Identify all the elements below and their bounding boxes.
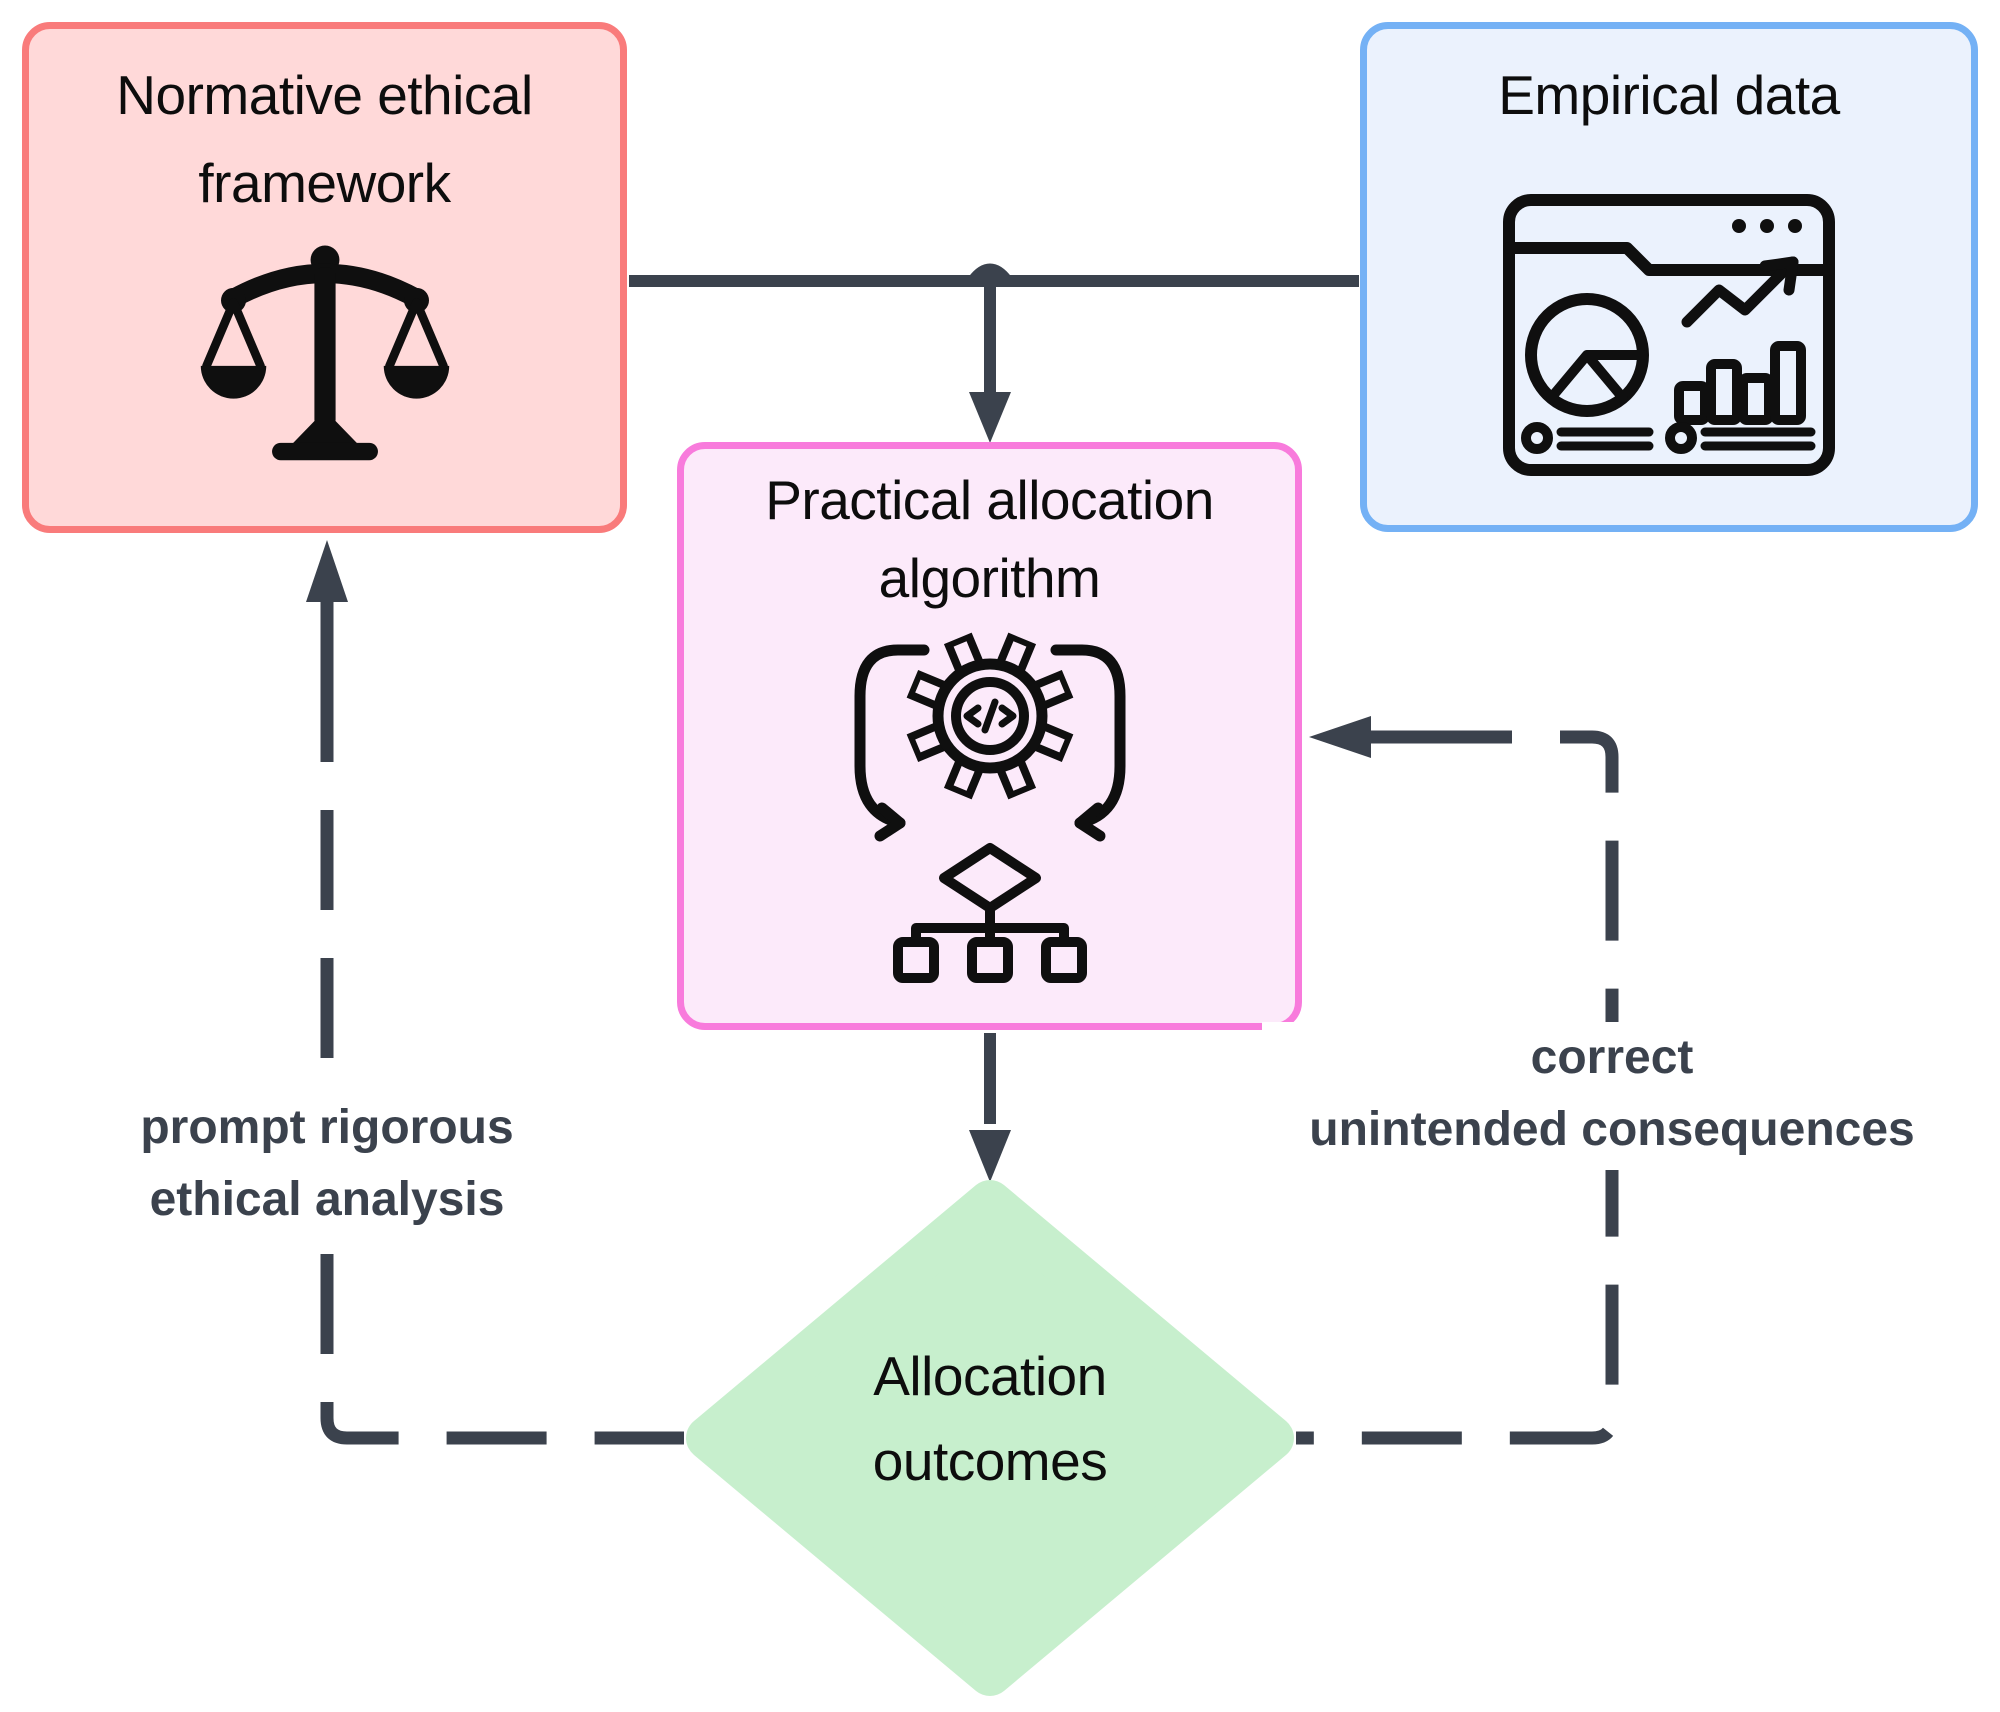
edge-label-line: prompt rigorous (140, 1101, 514, 1154)
edge-feedback-left-dashed (320, 662, 684, 1445)
edge-label-prompt-ethical-analysis: prompt rigorous ethical analysis (87, 1092, 567, 1240)
arrowhead-into-outcomes (969, 1130, 1011, 1182)
node-normative-ethical-framework: Normative ethical framework (22, 22, 627, 533)
node-empirical-data: Empirical data (1360, 22, 1978, 532)
node-allocation-outcomes-label: Allocation outcomes (690, 1334, 1290, 1504)
gear-code-flowchart-icon (820, 616, 1160, 1023)
edge-label-line: correct (1530, 1031, 1694, 1084)
node-title-line: Empirical data (1498, 64, 1840, 126)
arrowhead-into-algorithm (969, 392, 1011, 443)
balance-scale-icon (195, 237, 455, 527)
edge-junction-hop (968, 263, 1012, 285)
edge-label-line: ethical analysis (149, 1173, 505, 1226)
edge-label-correct-unintended-consequences: correct unintended consequences (1262, 1022, 1962, 1170)
node-title-line: Normative ethical (116, 64, 533, 126)
edge-label-line: unintended consequences (1309, 1103, 1915, 1156)
node-title-line: algorithm (878, 547, 1101, 609)
node-title-line: Allocation (873, 1345, 1107, 1407)
arrowhead-into-normative (306, 540, 348, 602)
node-allocation-outcomes (686, 1180, 1294, 1696)
node-title-line: Practical allocation (765, 469, 1214, 531)
node-practical-allocation-algorithm: Practical allocation algorithm (677, 442, 1302, 1030)
node-title-line: framework (198, 152, 451, 214)
arrowhead-into-algorithm-right (1309, 716, 1371, 758)
analytics-dashboard-icon (1499, 190, 1839, 520)
node-title-line: outcomes (872, 1430, 1108, 1492)
